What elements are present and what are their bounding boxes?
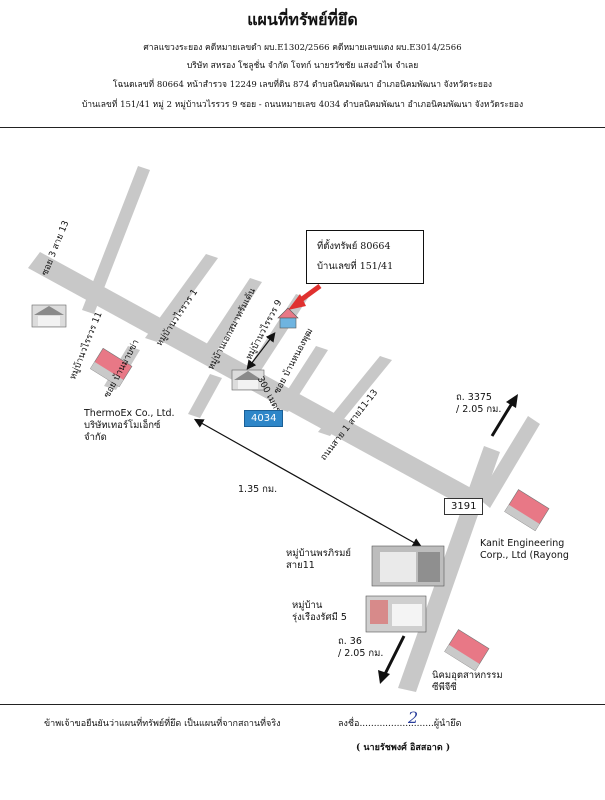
header-divider (0, 127, 605, 128)
route-4034-badge: 4034 (244, 410, 284, 427)
road-soi3 (82, 166, 150, 314)
photo-villa11 (31, 304, 67, 328)
arrow-3375-icon (490, 394, 518, 437)
photo-villa9 (231, 369, 265, 391)
road-3375 (478, 416, 540, 508)
header-deed: โฉนดเลขที่ 80664 หน้าสำรวจ 12249 เลขที่ด… (112, 80, 493, 90)
road-soi-bannong (276, 346, 328, 412)
signature-mark: 2 (408, 708, 419, 727)
landmark-kanit: Kanit Engineering Corp., Ltd (Rayong (480, 538, 569, 561)
route-3375-label: ถ. 3375/ 2.05 กม. (456, 392, 502, 415)
arrow-36-icon (378, 635, 406, 684)
landmark-rungruang: หมู่บ้าน รุ่งเรืองรัศมี 5 (292, 600, 347, 623)
property-house-icon (277, 307, 299, 329)
header-court-case: ศาลแขวงระยอง คดีหมายเลขดำ ผบ.E1302/2566 … (143, 43, 462, 53)
distance-135-arrow (193, 418, 423, 548)
signer-name: ( นายรัชพงศ์ อิสสอาด ) (356, 743, 451, 753)
factory-estate-icon (444, 629, 490, 672)
property-deed-label: ที่ตั้งทรัพย์ 80664 (317, 241, 391, 252)
page-title: แผนที่ทรัพย์ที่ยึด (247, 10, 358, 29)
factory-thermoex-icon (89, 347, 133, 388)
landmark-industrial-estate: นิคมอุตสาหกรรม ซีพีจีซี (432, 670, 503, 693)
footer-divider (0, 704, 605, 705)
route-3191-badge: 3191 (444, 498, 484, 515)
distance-135-label: 1.35 กม. (238, 484, 278, 495)
header-parties: บริษัท สหรอง โชลูชั่น จำกัด โจทก์ นายรวั… (186, 61, 419, 71)
route-36-label: ถ. 36/ 2.05 กม. (338, 636, 384, 659)
factory-kanit-icon (504, 489, 550, 532)
property-info-box: ที่ตั้งทรัพย์ 80664 บ้านเลขที่ 151/41 (306, 230, 424, 284)
distance-300-arrow (246, 332, 276, 370)
road-line1 (318, 356, 392, 436)
header-address: บ้านเลขที่ 151/41 หมู่ 2 หมู่บ้านวไรรวร … (81, 100, 524, 110)
landmark-thermoex: ThermoEx Co., Ltd. บริษัทเทอร์โมเอ็กซ์ จ… (84, 408, 175, 443)
property-house-number: บ้านเลขที่ 151/41 (317, 261, 394, 272)
certification-text: ข้าพเจ้าขอยืนยันว่าแผนที่ทรัพย์ที่ยึด เป… (44, 719, 281, 729)
road-south-spur (188, 374, 222, 418)
photo-rungruang (365, 595, 427, 633)
road-kesorn (196, 278, 262, 364)
road-villa1 (145, 254, 218, 342)
landmark-phrommin: หมู่บ้านพรภิรมย์ สาย11 (286, 548, 351, 571)
photo-phrommin (371, 545, 445, 587)
signature-line: ลงชื่อ..........................ผู้นำยึด (338, 719, 462, 729)
